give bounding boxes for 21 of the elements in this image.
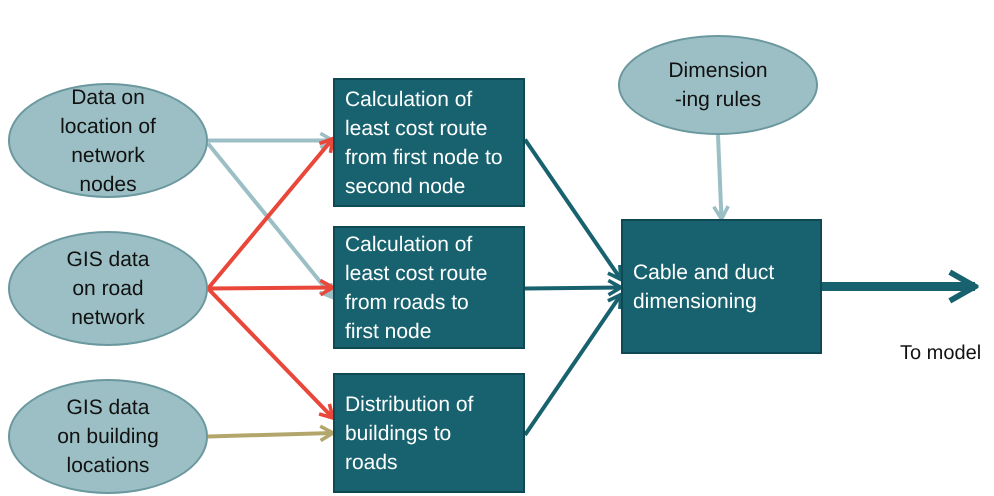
process-box bbox=[621, 219, 822, 354]
arrow bbox=[523, 138, 623, 282]
node-text: Data on location of network nodes bbox=[59, 84, 157, 198]
arrow bbox=[712, 134, 730, 221]
node-text: GIS data on road network bbox=[66, 247, 150, 331]
output-note: To model bbox=[900, 341, 982, 366]
process-box bbox=[333, 78, 525, 207]
process-box bbox=[333, 226, 525, 349]
arrow bbox=[523, 292, 623, 436]
arrow bbox=[208, 278, 335, 297]
node-text: Dimension -ing rules bbox=[667, 58, 769, 113]
arrow bbox=[206, 287, 335, 420]
arrow bbox=[822, 269, 978, 304]
arrow bbox=[208, 424, 335, 442]
process-box bbox=[333, 373, 525, 493]
node-text: Calculation of least cost route from roads to first node bbox=[345, 232, 488, 344]
node-text: Calculation of least cost route from first node to second node bbox=[345, 86, 504, 200]
arrow bbox=[524, 278, 623, 297]
node-text: Cable and duct dimensioning bbox=[633, 260, 776, 314]
node-text: Distribution of buildings to roads bbox=[345, 392, 474, 476]
node-text: GIS data on building locations bbox=[56, 395, 160, 479]
